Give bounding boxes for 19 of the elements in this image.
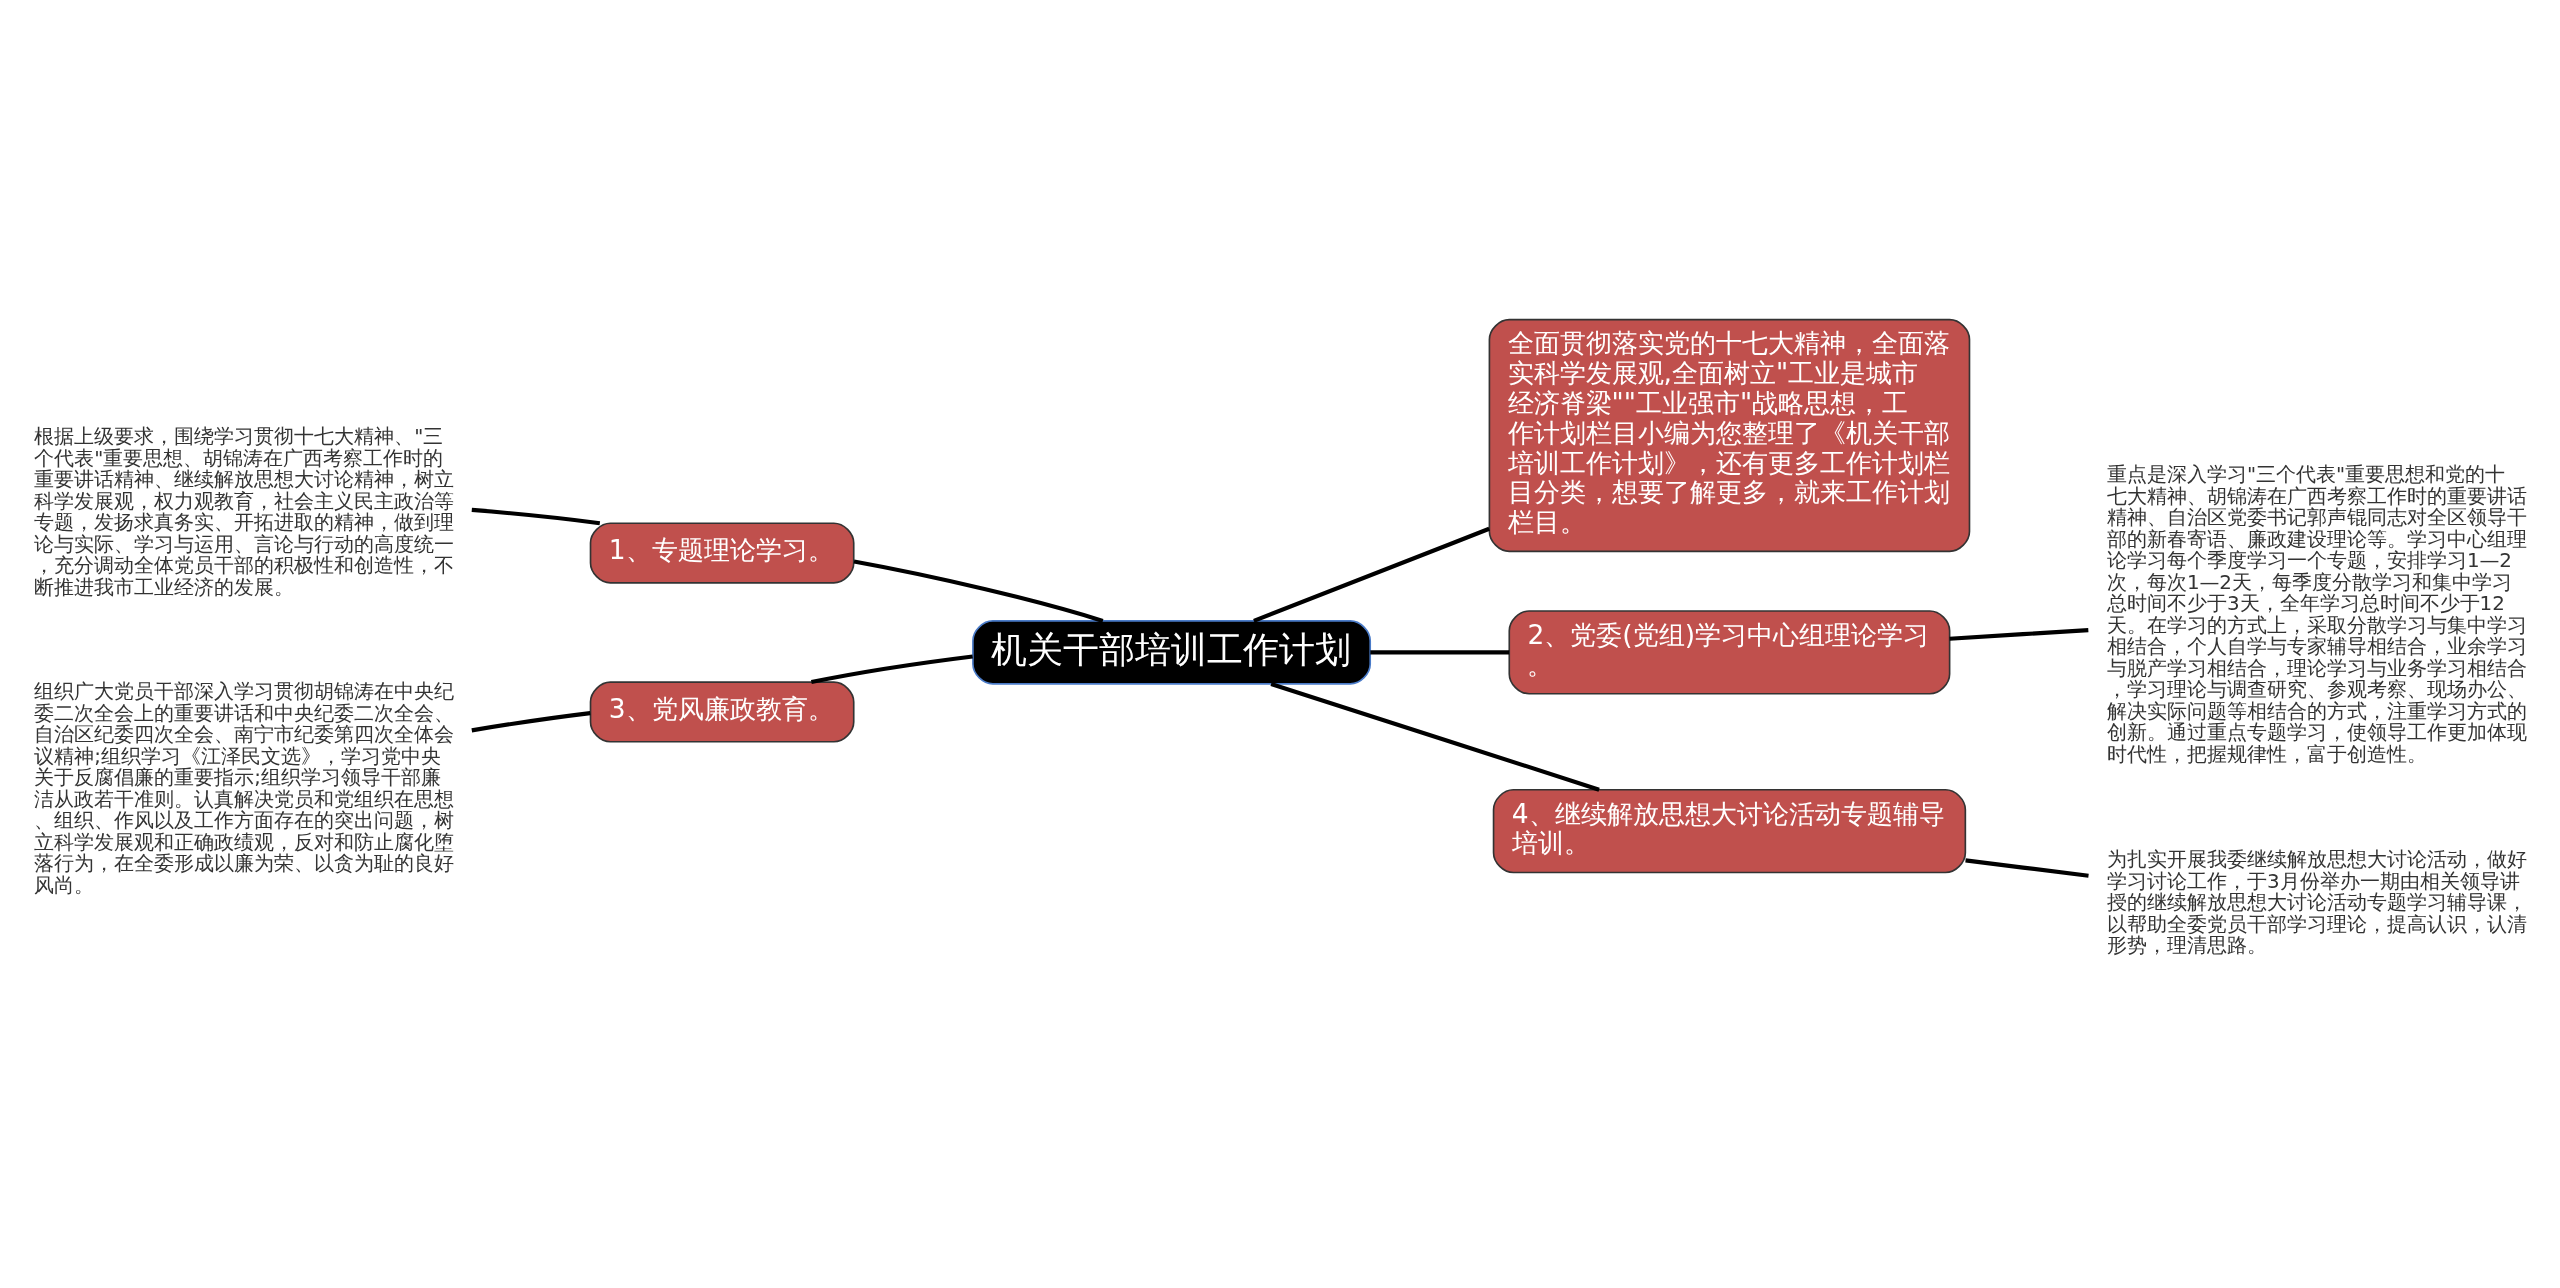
connector bbox=[853, 558, 1104, 623]
connector bbox=[471, 507, 601, 525]
node-box: 4、继续解放思想大讨论活动专题辅导培训。 bbox=[1492, 788, 1967, 873]
node-text: 根据上级要求，围绕学习贯彻十七大精神、"三个代表"重要思想、胡锦涛在广西考察工作时的重要讲话精神、继续解放思想大讨论精神，树立科学发展观，权力观教育，社会主义民主政治等专题，发扬求真务实、开拓进取的精神，做到理论与实际、学习与运用、言论与行动的高度统一，充分调动全体党员干部的积极性和创造性，不断推进我市工业经济的发展。 bbox=[34, 424, 455, 599]
connector bbox=[471, 710, 591, 732]
connector bbox=[810, 653, 973, 684]
connector bbox=[1253, 526, 1490, 623]
connector bbox=[1949, 627, 2089, 641]
node-text: 为扎实开展我委继续解放思想大讨论活动，做好学习讨论工作，于3月份举办一期由相关领导讲授的继续解放思想大讨论活动专题学习辅导课，以帮助全委党员干部学习理论，提高认识，认清形势，理清思路。 bbox=[2106, 847, 2527, 957]
node-box: 1、专题理论学习。 bbox=[589, 521, 855, 584]
node-text: 重点是深入学习"三个代表"重要思想和党的十七大精神、胡锦涛在广西考察工作时的重要讲话精神、自治区党委书记郭声锟同志对全区领导干部的新春寄语、廉政建设理论等。学习中心组理论学习每个季度学习一个专题，安排学习1—2次，每次1—2天，每季度分散学习和集中学习总时间不少于3天，全年学习总时间不少于12天。在学习的方式上，采取分散学习与集中学习相结合，个人自学与专家辅导相结合，业余学习与脱产学习相结合，理论学习与业务学习相结合，学习理论与调查研究、参观考察、现场办公、解决实际问题等相结合的方式，注重学习方式的创新。通过重点专题学习，使领导工作更加体现时代性，把握规律性，富于创造性。 bbox=[2106, 462, 2527, 766]
connector bbox=[1270, 681, 1600, 792]
node-box: 3、党风廉政教育。 bbox=[589, 680, 855, 743]
node-box: 2、党委(党组)学习中心组理论学习。 bbox=[1508, 609, 1951, 695]
node-text: 组织广大党员干部深入学习贯彻胡锦涛在中央纪委二次全会上的重要讲话和中央纪委二次全会、自治区纪委四次全会、南宁市纪委第四次全体会议精神;组织学习《江泽民文选》，学习党中央关于反腐倡廉的重要指示;组织学习领导干部廉洁从政若干准则。认真解决党员和党组织在思想、组织、作风以及工作方面存在的突出问题，树立科学发展观和正确政绩观，反对和防止腐化堕落行为，在全委形成以廉为荣、以贪为耻的良好风尚。 bbox=[34, 679, 455, 897]
node-box: 全面贯彻落实党的十七大精神，全面落实科学发展观,全面树立"工业是城市经济脊梁""工业强市"战略思想，工作计划栏目小编为您整理了《机关干部培训工作计划》，还有更多工作计划栏目分类，想要了解更多，就来工作计划栏目。 bbox=[1488, 318, 1971, 552]
connector bbox=[1370, 649, 1510, 654]
node-box: 机关干部培训工作计划 bbox=[972, 619, 1372, 685]
connector bbox=[1965, 857, 2089, 878]
